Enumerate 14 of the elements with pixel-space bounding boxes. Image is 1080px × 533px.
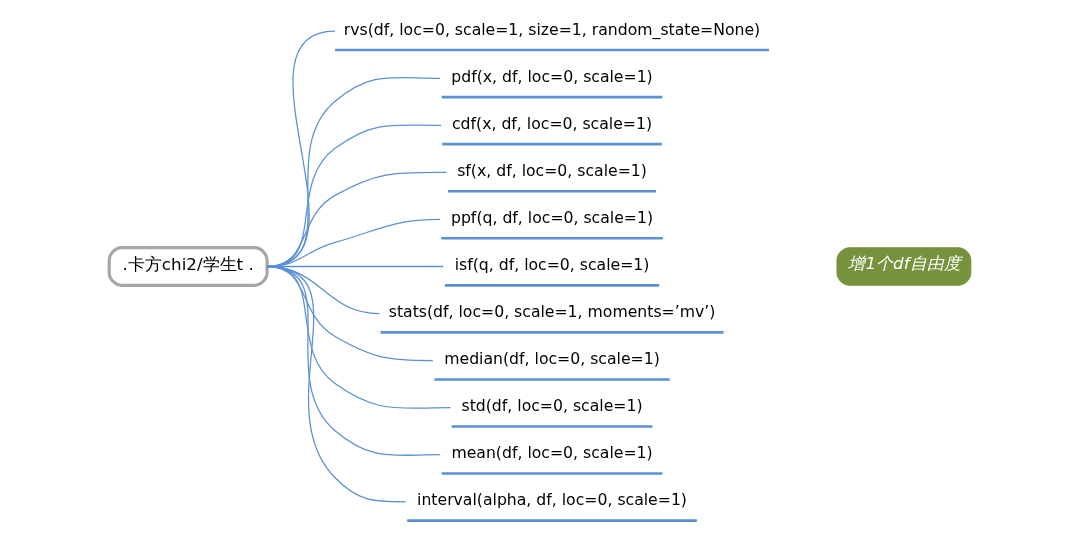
node-box: 增1个df自由度 [836, 247, 972, 286]
node-text: isf(q, df, loc=0, scale=1) [454, 255, 650, 275]
node-box: .卡方chi2/学生t . [107, 246, 269, 287]
node-text: ppf(q, df, loc=0, scale=1) [450, 208, 654, 228]
node-text: interval(alpha, df, loc=0, scale=1) [417, 490, 687, 510]
node-text: cdf(x, df, loc=0, scale=1) [451, 113, 653, 133]
connector [266, 265, 407, 503]
node-text: pdf(x, df, loc=0, scale=1) [451, 66, 653, 86]
node-text: stats(df, loc=0, scale=1, moments=’mv’) [388, 302, 716, 322]
node-text: median(df, loc=0, scale=1) [444, 349, 660, 369]
node-text: std(df, loc=0, scale=1) [461, 396, 643, 416]
node-text: rvs(df, loc=0, scale=1, size=1, random_state=None) [343, 19, 761, 39]
node-text: sf(x, df, loc=0, scale=1) [457, 161, 647, 181]
node-text: mean(df, loc=0, scale=1) [451, 443, 653, 463]
